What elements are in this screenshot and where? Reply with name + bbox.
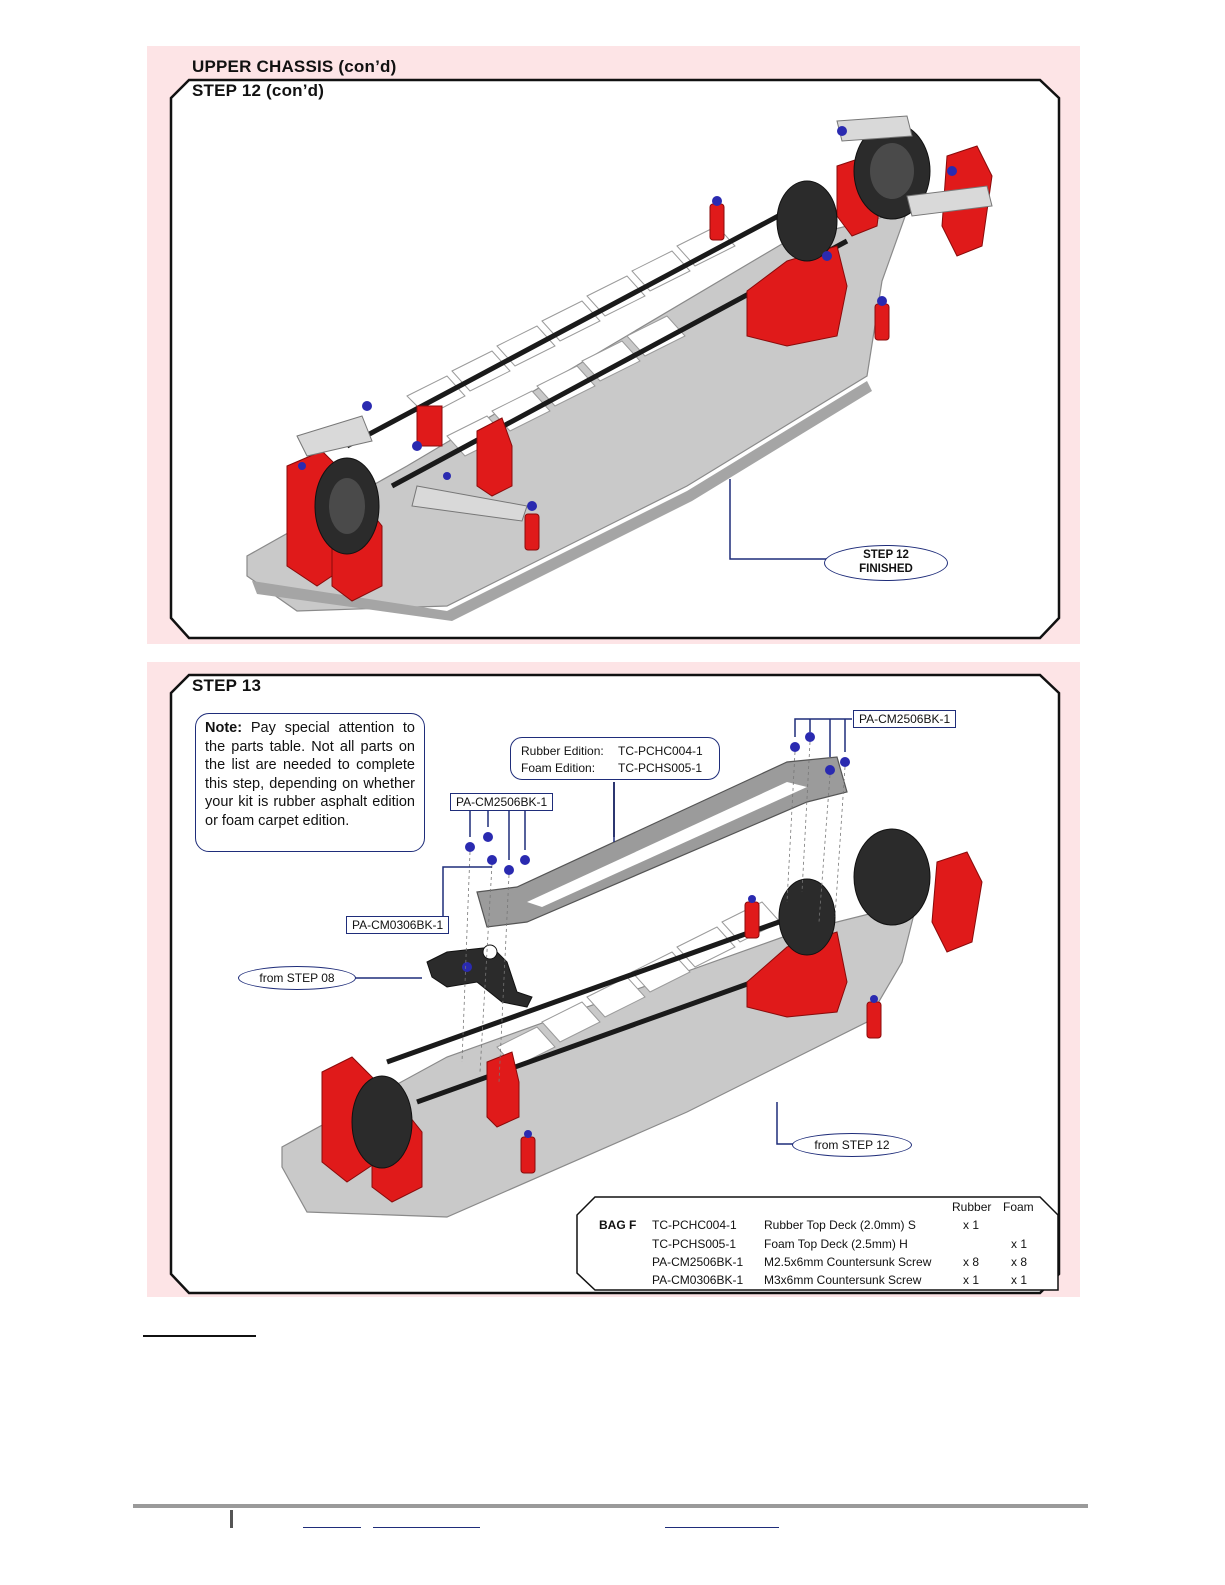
note-box: Note: Pay special attention to the parts… <box>195 713 425 852</box>
step12-finished-oval: STEP 12 FINISHED <box>824 545 948 581</box>
edition-row-rubber: Rubber Edition:TC-PCHC004-1 <box>521 744 703 758</box>
part-desc: M2.5x6mm Countersunk Screw <box>764 1255 932 1269</box>
step12-title: STEP 12 (con’d) <box>192 81 325 100</box>
part-desc: M3x6mm Countersunk Screw <box>764 1273 922 1287</box>
parts-table-frame <box>576 1196 1059 1291</box>
col-foam: Foam <box>1003 1200 1034 1214</box>
finished-line2: FINISHED <box>859 563 913 575</box>
step13-panel: STEP 13 <box>147 662 1080 1297</box>
part-qty-foam: x 1 <box>1011 1237 1028 1251</box>
callout-screw-left: PA-CM2506BK-1 <box>450 793 554 811</box>
callout-screw-right: PA-CM2506BK-1 <box>853 710 957 728</box>
part-qty-foam: x 8 <box>1011 1255 1028 1269</box>
part-qty-rubber: x 1 <box>963 1218 980 1232</box>
note-text: Pay special attention to the parts table… <box>205 720 415 829</box>
part-desc: Rubber Top Deck (2.0mm) S <box>764 1218 916 1232</box>
chassis-illustration-step12 <box>246 115 993 621</box>
finished-line1: STEP 12 <box>863 549 909 561</box>
part-code: PA-CM2506BK-1 <box>652 1255 744 1269</box>
callout-screw-m3: PA-CM0306BK-1 <box>346 916 450 934</box>
part-code: PA-CM0306BK-1 <box>652 1273 744 1287</box>
footer-link-2[interactable] <box>373 1527 480 1528</box>
col-rubber: Rubber <box>952 1200 992 1214</box>
part-code: TC-PCHC004-1 <box>652 1218 737 1232</box>
footer-rule <box>133 1504 1088 1508</box>
parts-table: Rubber Foam BAG F TC-PCHC004-1 Rubber To… <box>575 1195 1060 1293</box>
edition-row-foam: Foam Edition:TC-PCHS005-1 <box>521 761 703 775</box>
from-step12-oval: from STEP 12 <box>792 1133 912 1157</box>
footer-divider <box>230 1510 233 1528</box>
footer-link-3[interactable] <box>665 1527 779 1528</box>
chassis-illustration-step13 <box>281 718 983 1218</box>
edition-box: Rubber Edition:TC-PCHC004-1 Foam Edition… <box>510 737 720 780</box>
bag-label: BAG F <box>599 1218 637 1232</box>
part-qty-rubber: x 8 <box>963 1255 980 1269</box>
leader-line-step12 <box>729 479 827 560</box>
section-title: UPPER CHASSIS (con’d) <box>192 57 397 76</box>
part-qty-foam: x 1 <box>1011 1273 1028 1287</box>
footnote-rule <box>143 1335 256 1337</box>
footer-link-1[interactable] <box>303 1527 361 1528</box>
part-code: TC-PCHS005-1 <box>652 1237 737 1251</box>
steering-part <box>426 946 533 1008</box>
from-step08-oval: from STEP 08 <box>238 966 356 990</box>
part-desc: Foam Top Deck (2.5mm) H <box>764 1237 908 1251</box>
step13-title: STEP 13 <box>192 676 262 695</box>
note-bold: Note: <box>205 720 243 736</box>
step12-panel: UPPER CHASSIS (con’d) STEP 12 (con’d) <box>147 46 1080 644</box>
part-qty-rubber: x 1 <box>963 1273 980 1287</box>
